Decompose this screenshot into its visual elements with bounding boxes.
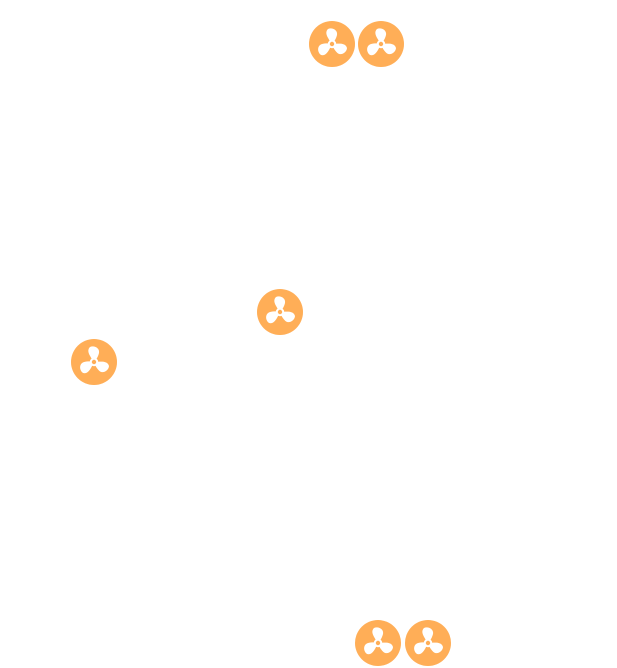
fan-icon <box>257 289 303 335</box>
fan-marker[interactable] <box>358 21 404 67</box>
fan-icon <box>358 21 404 67</box>
fan-marker[interactable] <box>355 620 401 666</box>
fan-icon <box>309 21 355 67</box>
fan-marker[interactable] <box>405 620 451 666</box>
fan-marker[interactable] <box>71 339 117 385</box>
fan-marker[interactable] <box>309 21 355 67</box>
fan-icon <box>71 339 117 385</box>
fan-icon <box>355 620 401 666</box>
fan-marker[interactable] <box>257 289 303 335</box>
fan-icon <box>405 620 451 666</box>
